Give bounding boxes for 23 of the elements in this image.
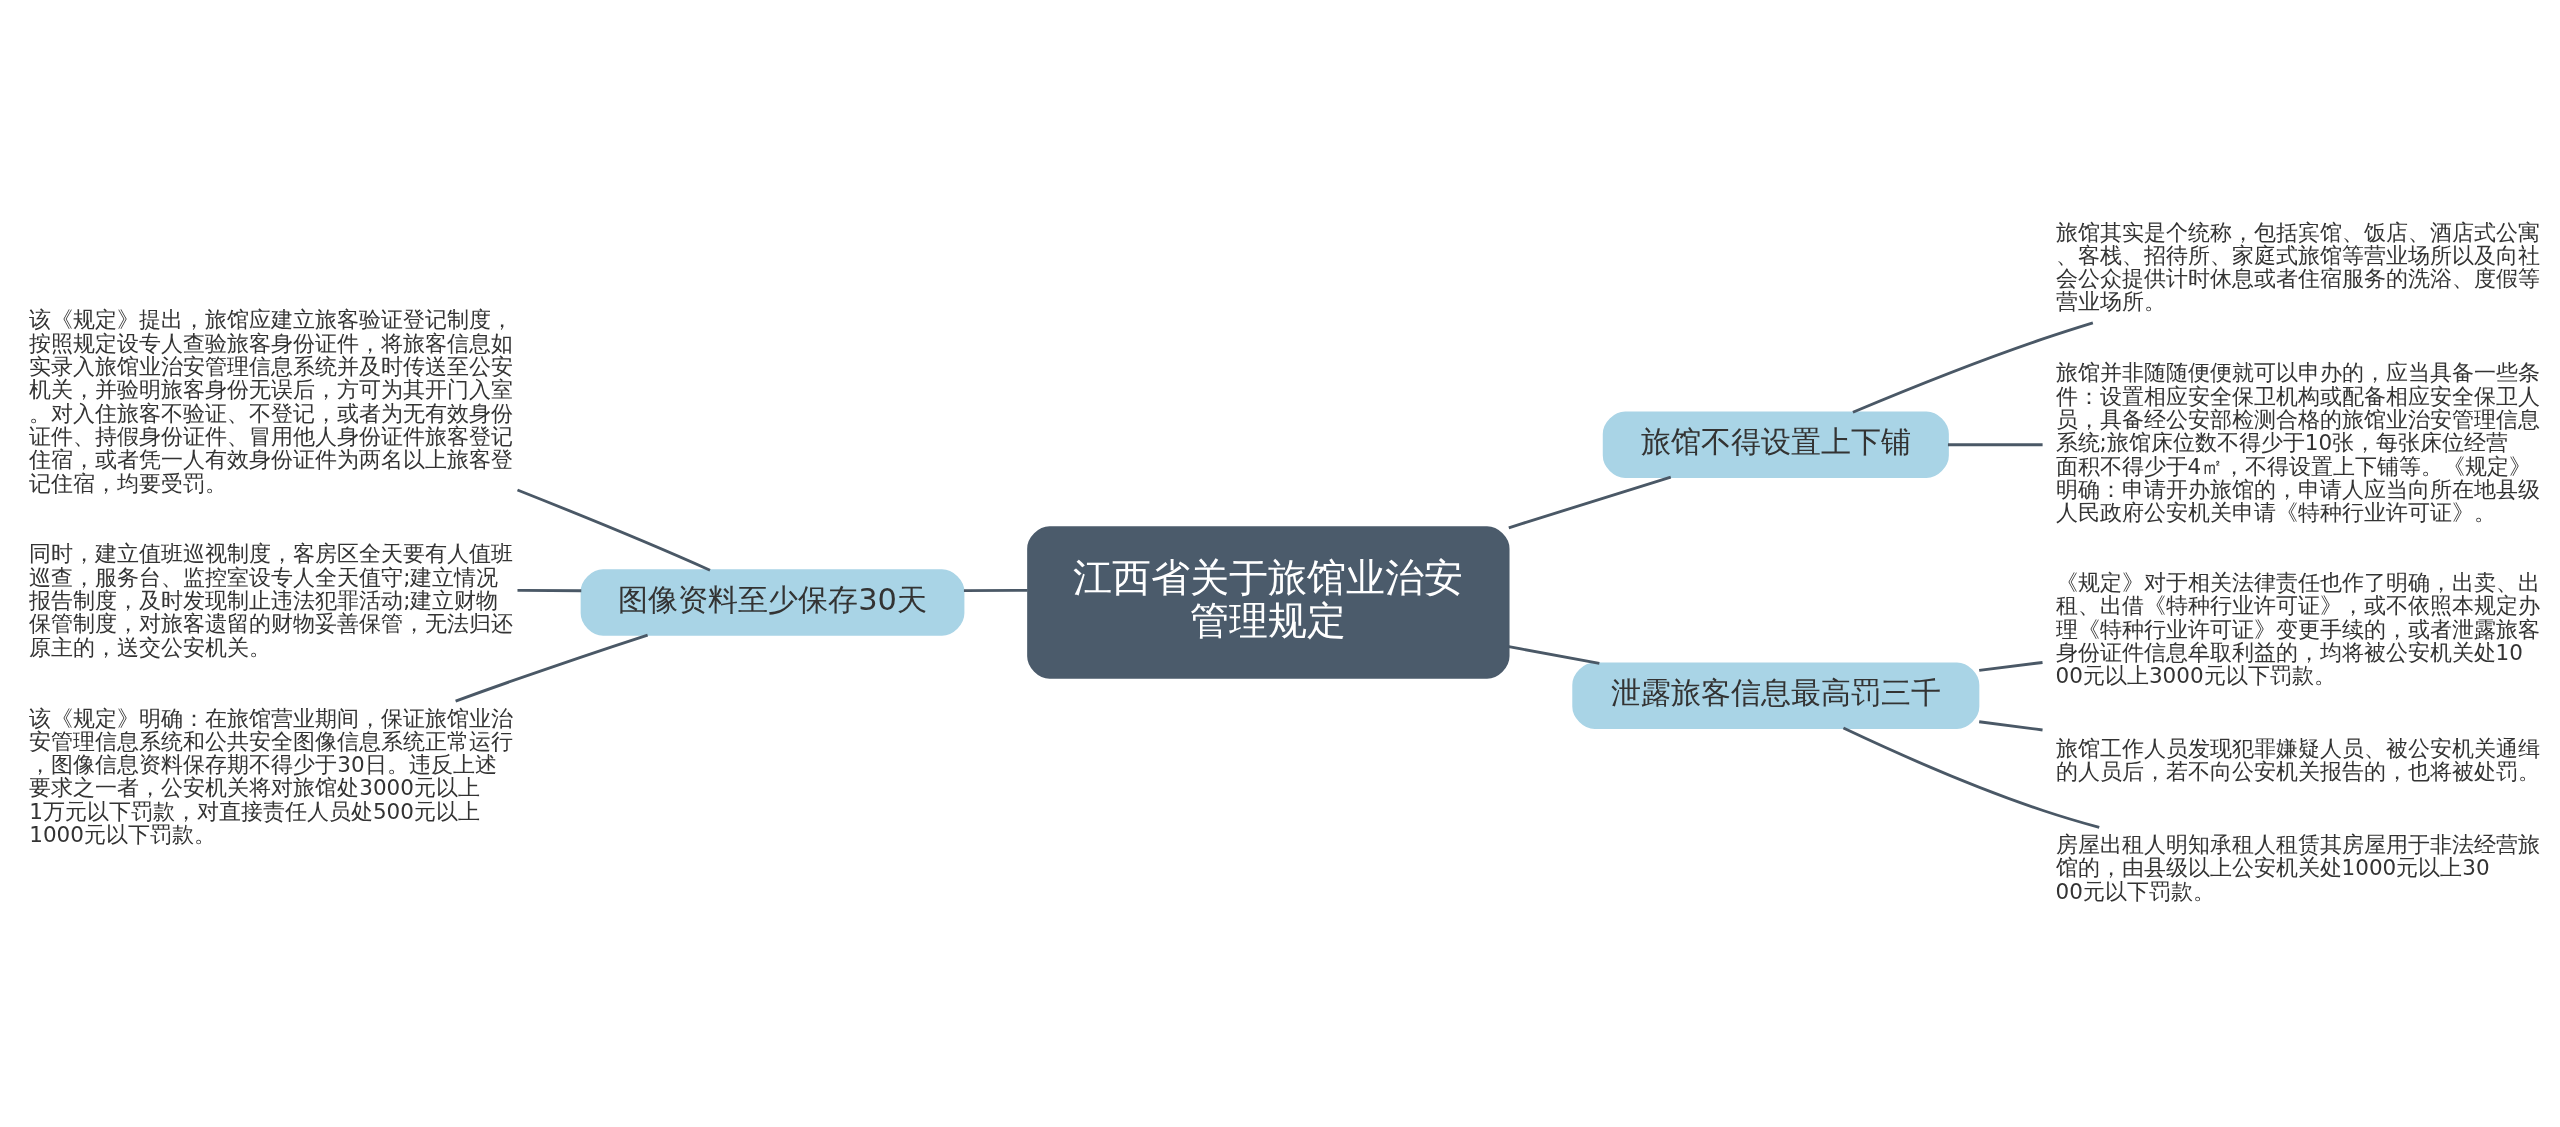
connector: [455, 633, 649, 703]
connector: [1979, 720, 2043, 732]
connector: [1508, 645, 1600, 665]
connector: [517, 588, 582, 593]
node-text: 旅馆其实是个统称，包括宾馆、饭店、酒店式公寓、客栈、招待所、家庭式旅馆等营业场所以及向社会公众提供计时休息或者住宿服务的洗浴、度假等营业场所。: [2055, 219, 2540, 315]
node-text: 旅馆并非随随便便就可以申办的，应当具备一些条件：设置相应安全保卫机构或配备相应安全保卫人员，具备经公安部检测合格的旅馆业治安管理信息系统;旅馆床位数不得少于10张，每张床位经营面积不得少于4㎡，不得设置上下铺等。《规定》明确：申请开办旅馆的，申请人应当向所在地县级人民政府公安机关申请《特种行业许可证》。: [2055, 360, 2540, 526]
node-text: 旅馆工作人员发现犯罪嫌疑人员、被公安机关通缉的人员后，若不向公安机关报告的，也将被处罚。: [2055, 736, 2540, 785]
connector: [1852, 321, 2094, 414]
node-text: 该《规定》提出，旅馆应建立旅客验证登记制度，按照规定设专人查验旅客身份证件，将旅客信息如实录入旅馆业治安管理信息系统并及时传送至公安机关，并验明旅客身份无误后，方可为其开门入室。对入住旅客不验证、不登记，或者为无有效身份证件、持假身份证件、冒用他人身份证件旅客登记住宿，或者凭一人有效身份证件为两名以上旅客登记住宿，均要受罚。: [29, 307, 514, 496]
node-box: 泄露旅客信息最高罚三千: [1572, 662, 1980, 729]
node-text: 同时，建立值班巡视制度，客房区全天要有人值班巡查，服务台、监控室设专人全天值守;建立情况报告制度，及时发现制止违法犯罪活动;建立财物保管制度，对旅客遗留的财物妥善保管，无法归还原主的，送交公安机关。: [29, 541, 514, 660]
connector: [1842, 726, 2100, 829]
node-box: 图像资料至少保存30天: [580, 569, 965, 636]
connector: [1508, 475, 1672, 530]
connector: [516, 488, 711, 572]
node-text: 《规定》对于相关法律责任也作了明确，出卖、出租、出借《特种行业许可证》，或不依照本规定办理《特种行业许可证》变更手续的，或者泄露旅客身份证件信息牟取利益的，均将被公安机关处1000元以上3000元以下罚款。: [2055, 570, 2540, 689]
connector: [1979, 661, 2043, 672]
node-box: 旅馆不得设置上下铺: [1602, 411, 1949, 478]
connector: [963, 588, 1028, 593]
node-text: 该《规定》明确：在旅馆营业期间，保证旅馆业治安管理信息系统和公共安全图像信息系统正常运行，图像信息资料保存期不得少于30日。违反上述要求之一者，公安机关将对旅馆处3000元以上1万元以下罚款，对直接责任人员处500元以上1000元以下罚款。: [29, 705, 514, 848]
node-text: 房屋出租人明知承租人租赁其房屋用于非法经营旅馆的，由县级以上公安机关处1000元以上3000元以下罚款。: [2055, 831, 2540, 904]
connector: [1947, 443, 2043, 447]
node-box: 江西省关于旅馆业治安管理规定: [1027, 526, 1510, 679]
